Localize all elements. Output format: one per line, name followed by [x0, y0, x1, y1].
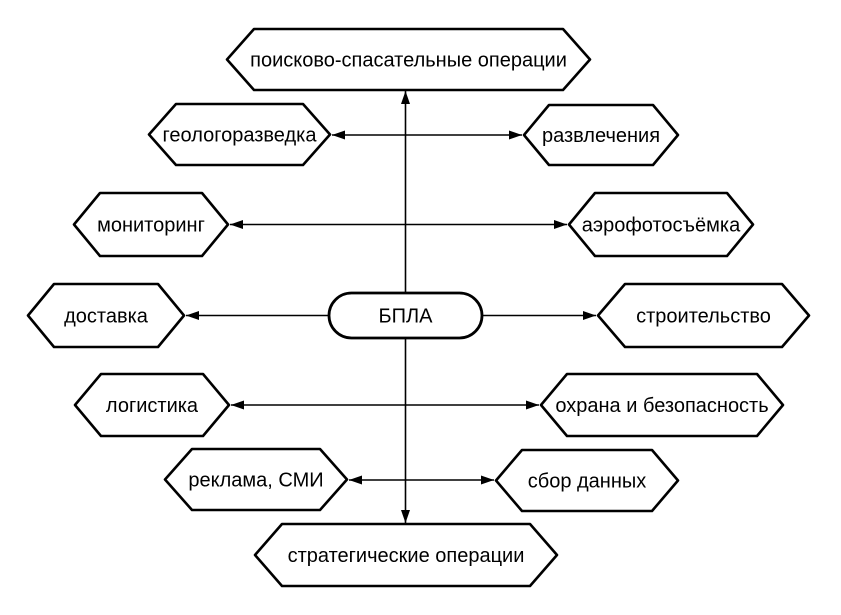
node-label: мониторинг — [97, 215, 205, 237]
hexagon-shape — [163, 447, 349, 512]
hexagon-shape — [147, 102, 332, 167]
hexagon-shape — [73, 372, 231, 438]
node-strategic-ops: стратегические операции — [253, 522, 559, 588]
node-label: геологоразведка — [163, 125, 318, 147]
node-label: реклама, СМИ — [188, 470, 323, 492]
stadium-shape — [327, 291, 484, 340]
node-construction: строительство — [596, 282, 811, 349]
node-search-rescue: поисково-спасательные операции — [225, 27, 592, 92]
node-data-collection: сбор данных — [494, 448, 680, 513]
arrowhead-up-icon — [401, 91, 410, 104]
node-monitoring: мониторинг — [72, 191, 230, 258]
node-label: доставка — [64, 306, 149, 328]
arrowhead-left-icon — [332, 130, 345, 140]
arrowhead-down-icon — [401, 510, 410, 523]
node-entertainment: развлечения — [522, 103, 680, 167]
arrowhead-right-icon — [526, 400, 539, 410]
arrowhead-right-icon — [509, 130, 522, 140]
node-delivery: доставка — [26, 282, 186, 349]
node-security: охрана и безопасность — [539, 372, 785, 438]
node-label: поисково-спасательные операции — [250, 50, 567, 72]
node-center-bpla: БПЛА — [327, 291, 484, 340]
node-aerial-photo: аэрофотосъёмка — [567, 191, 755, 258]
node-label: развлечения — [542, 125, 660, 147]
arrowhead-left-icon — [349, 475, 362, 485]
hexagon-shape — [596, 282, 811, 349]
hexagon-shape — [253, 522, 559, 588]
arrowhead-left-icon — [186, 311, 199, 320]
node-geology: геологоразведка — [147, 102, 332, 167]
hexagon-shape — [494, 448, 680, 513]
node-logistics: логистика — [73, 372, 231, 438]
hexagon-shape — [567, 191, 755, 258]
hexagon-shape — [72, 191, 230, 258]
hexagon-shape — [225, 27, 592, 92]
arrowhead-right-icon — [583, 311, 596, 320]
hexagon-shape — [26, 282, 186, 349]
center-label: БПЛА — [379, 306, 434, 328]
node-label: логистика — [106, 395, 199, 417]
node-label: стратегические операции — [288, 545, 525, 567]
node-ads-media: реклама, СМИ — [163, 447, 349, 512]
arrowhead-right-icon — [554, 220, 567, 229]
arrowhead-left-icon — [230, 220, 243, 229]
arrowhead-left-icon — [231, 400, 244, 410]
hexagon-shape — [539, 372, 785, 438]
node-label: сбор данных — [528, 471, 647, 493]
arrowhead-right-icon — [481, 475, 494, 485]
node-label: аэрофотосъёмка — [582, 215, 741, 237]
node-label: охрана и безопасность — [555, 395, 768, 417]
node-label: строительство — [636, 306, 771, 328]
hexagon-shape — [522, 103, 680, 167]
